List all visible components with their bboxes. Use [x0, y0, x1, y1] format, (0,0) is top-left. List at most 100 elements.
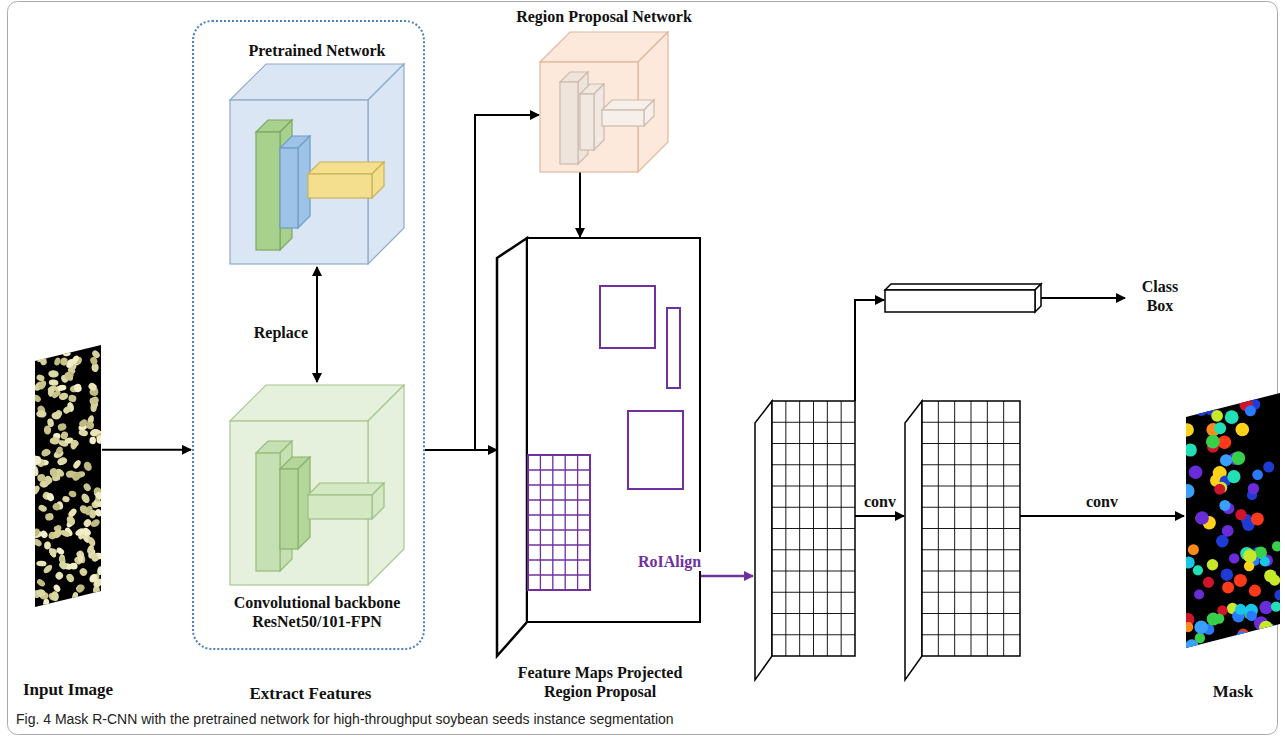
seed-mask [1220, 454, 1232, 466]
soybean-seed [48, 379, 58, 386]
seed-mask [1214, 484, 1225, 495]
grid-line [922, 634, 1020, 635]
roi-grid-line [528, 484, 590, 485]
cube-front [256, 132, 280, 250]
seed-mask [1235, 604, 1246, 615]
seed-mask [1258, 635, 1269, 646]
seed-mask [1181, 423, 1194, 436]
seed-mask [1195, 633, 1205, 643]
soybean-seed [87, 381, 98, 391]
soybean-seed [36, 410, 46, 418]
node-title: Pretrained Network [217, 41, 417, 60]
soybean-seed [80, 492, 91, 504]
seed-mask [1260, 556, 1270, 566]
conv-arrow [855, 515, 904, 517]
mask-image: Mask [1186, 393, 1280, 648]
soybean-seed [81, 597, 91, 606]
grid-line [922, 422, 1020, 423]
seed-mask [1194, 620, 1208, 634]
grid-line [922, 486, 1020, 487]
soybean-seed [34, 456, 41, 465]
soybean-seed [70, 354, 80, 364]
seed-mask [1181, 484, 1195, 498]
roi-grid [528, 455, 590, 590]
soybean-seed [89, 395, 100, 405]
cube-front [280, 469, 298, 549]
soybean-seed [55, 384, 66, 392]
edge-label: Replace [252, 323, 310, 342]
mask-ground [1186, 393, 1280, 648]
seed-mask [1222, 582, 1234, 594]
grid-line [772, 613, 855, 614]
soybean-seed [51, 502, 61, 512]
soybean-seed [70, 439, 78, 450]
soybean-seed [58, 560, 69, 571]
soybean-seed [55, 546, 65, 556]
seed-mask [1246, 610, 1257, 621]
node-title: Extract Features [211, 684, 411, 704]
soybean-seed [48, 547, 58, 557]
region-proposal-box [628, 411, 683, 489]
fc-bar-side [1035, 284, 1041, 312]
soybean-seed [51, 412, 61, 420]
conv-label: conv [862, 492, 898, 511]
seed-mask [1272, 541, 1282, 551]
mask-image-shape [1186, 393, 1280, 648]
soybean-seed [89, 356, 99, 366]
node-title: Convolutional backbone ResNet50/101-FPN [221, 593, 413, 631]
seed-mask [1206, 435, 1220, 449]
soybean-seed [89, 437, 96, 445]
grid-line [772, 549, 855, 550]
seed-mask [1207, 613, 1220, 626]
roi-grid-line [528, 544, 590, 545]
roi-grid-line [528, 499, 590, 500]
seed-mask [1268, 626, 1282, 640]
soybean-seed [96, 434, 105, 444]
soybean-seed [90, 552, 99, 562]
soybean-seed [52, 583, 61, 593]
soybean-seed [94, 508, 104, 518]
soybean-seed [49, 467, 58, 477]
soybean-seed [62, 495, 71, 503]
soybean-seed [58, 392, 69, 402]
grid-line [772, 486, 855, 487]
soybean-seed [72, 459, 82, 470]
seed-mask [1264, 569, 1277, 582]
rpn-cube: Region Proposal Network [540, 32, 668, 172]
roi-grid-line [565, 455, 566, 590]
soybean-seed [86, 544, 95, 555]
grid-line [772, 422, 855, 423]
node-title: Input Image [8, 680, 128, 700]
backbone-cube-shape [230, 385, 404, 585]
soybean-seed [32, 466, 39, 477]
cube-front [602, 110, 644, 126]
fc-bar-front [885, 290, 1035, 312]
rpn-cube-shape [540, 32, 668, 172]
grid-line [772, 592, 855, 593]
conv-arrow [1020, 515, 1184, 517]
seed-mask [1232, 451, 1246, 465]
seed-mask [1256, 637, 1270, 651]
figure-border [8, 2, 1278, 735]
soybean-seed [70, 563, 78, 570]
soybean-seed [68, 394, 77, 402]
grid-line [922, 443, 1020, 444]
fc-bar-top [885, 284, 1041, 290]
soybean-seed [74, 527, 85, 537]
seed-mask [1245, 641, 1257, 653]
soybean-seed [78, 554, 84, 563]
pretrained-network-cube: Pretrained Network [230, 64, 404, 264]
soybean-seed [65, 572, 76, 583]
roi-feature-grids [755, 401, 1020, 680]
pretrained-network-cube-shape [230, 64, 404, 264]
seed-mask [1211, 410, 1223, 422]
grid-slab-side [905, 401, 922, 680]
soybean-seed [82, 518, 93, 529]
seed-mask [1271, 601, 1281, 611]
seed-mask [1225, 410, 1239, 424]
seed-mask [1221, 569, 1233, 581]
grid-line [922, 592, 1020, 593]
connector-arrow [316, 267, 318, 382]
seed-mask [1216, 535, 1229, 548]
seed-mask [1188, 544, 1199, 555]
